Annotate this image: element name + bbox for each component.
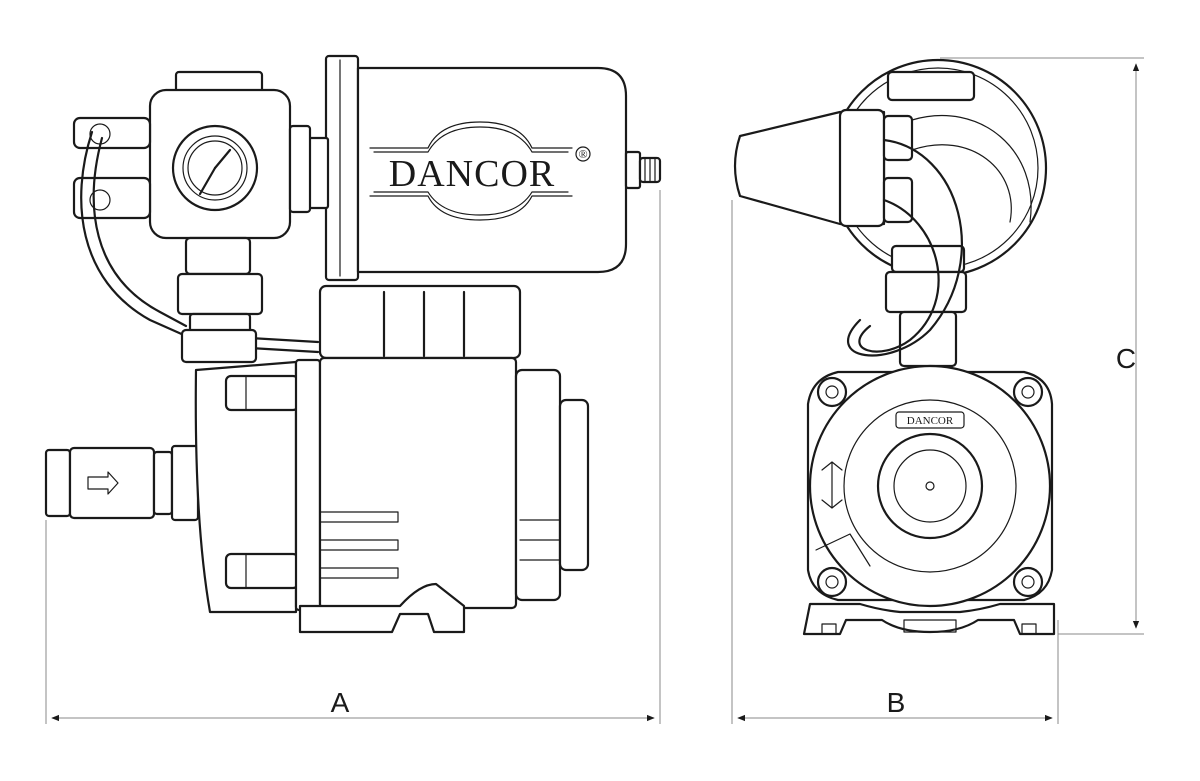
logo-text: DANCOR bbox=[389, 153, 555, 195]
pump-housing bbox=[194, 360, 300, 614]
side-view: DANCOR ® bbox=[44, 54, 662, 634]
front-view: DANCOR bbox=[733, 58, 1056, 636]
dimension-a-label: A bbox=[331, 687, 350, 718]
power-cable bbox=[80, 130, 320, 364]
front-base bbox=[802, 602, 1056, 636]
tank-air-valve bbox=[624, 150, 662, 190]
pressure-switch-cover bbox=[733, 108, 1032, 228]
inlet-fitting bbox=[44, 444, 200, 522]
dimension-c-label: C bbox=[1116, 343, 1136, 374]
base-foot bbox=[298, 582, 466, 634]
front-cable bbox=[846, 138, 963, 357]
pump-volute bbox=[806, 364, 1054, 608]
volute-logo-text: DANCOR bbox=[907, 415, 954, 427]
dancor-logo: DANCOR ® bbox=[369, 121, 591, 221]
dimension-b-label: B bbox=[887, 687, 906, 718]
dimension-a: A bbox=[45, 190, 661, 724]
volute-logo: DANCOR bbox=[895, 411, 965, 429]
registered-mark: ® bbox=[578, 147, 587, 161]
motor bbox=[294, 284, 590, 612]
dimension-b: B bbox=[731, 200, 1059, 724]
pressure-tank bbox=[306, 54, 628, 282]
union-fitting bbox=[176, 236, 264, 340]
pressure-gauge bbox=[171, 124, 259, 212]
front-fittings bbox=[884, 244, 968, 368]
dimension-c: C bbox=[940, 57, 1144, 635]
